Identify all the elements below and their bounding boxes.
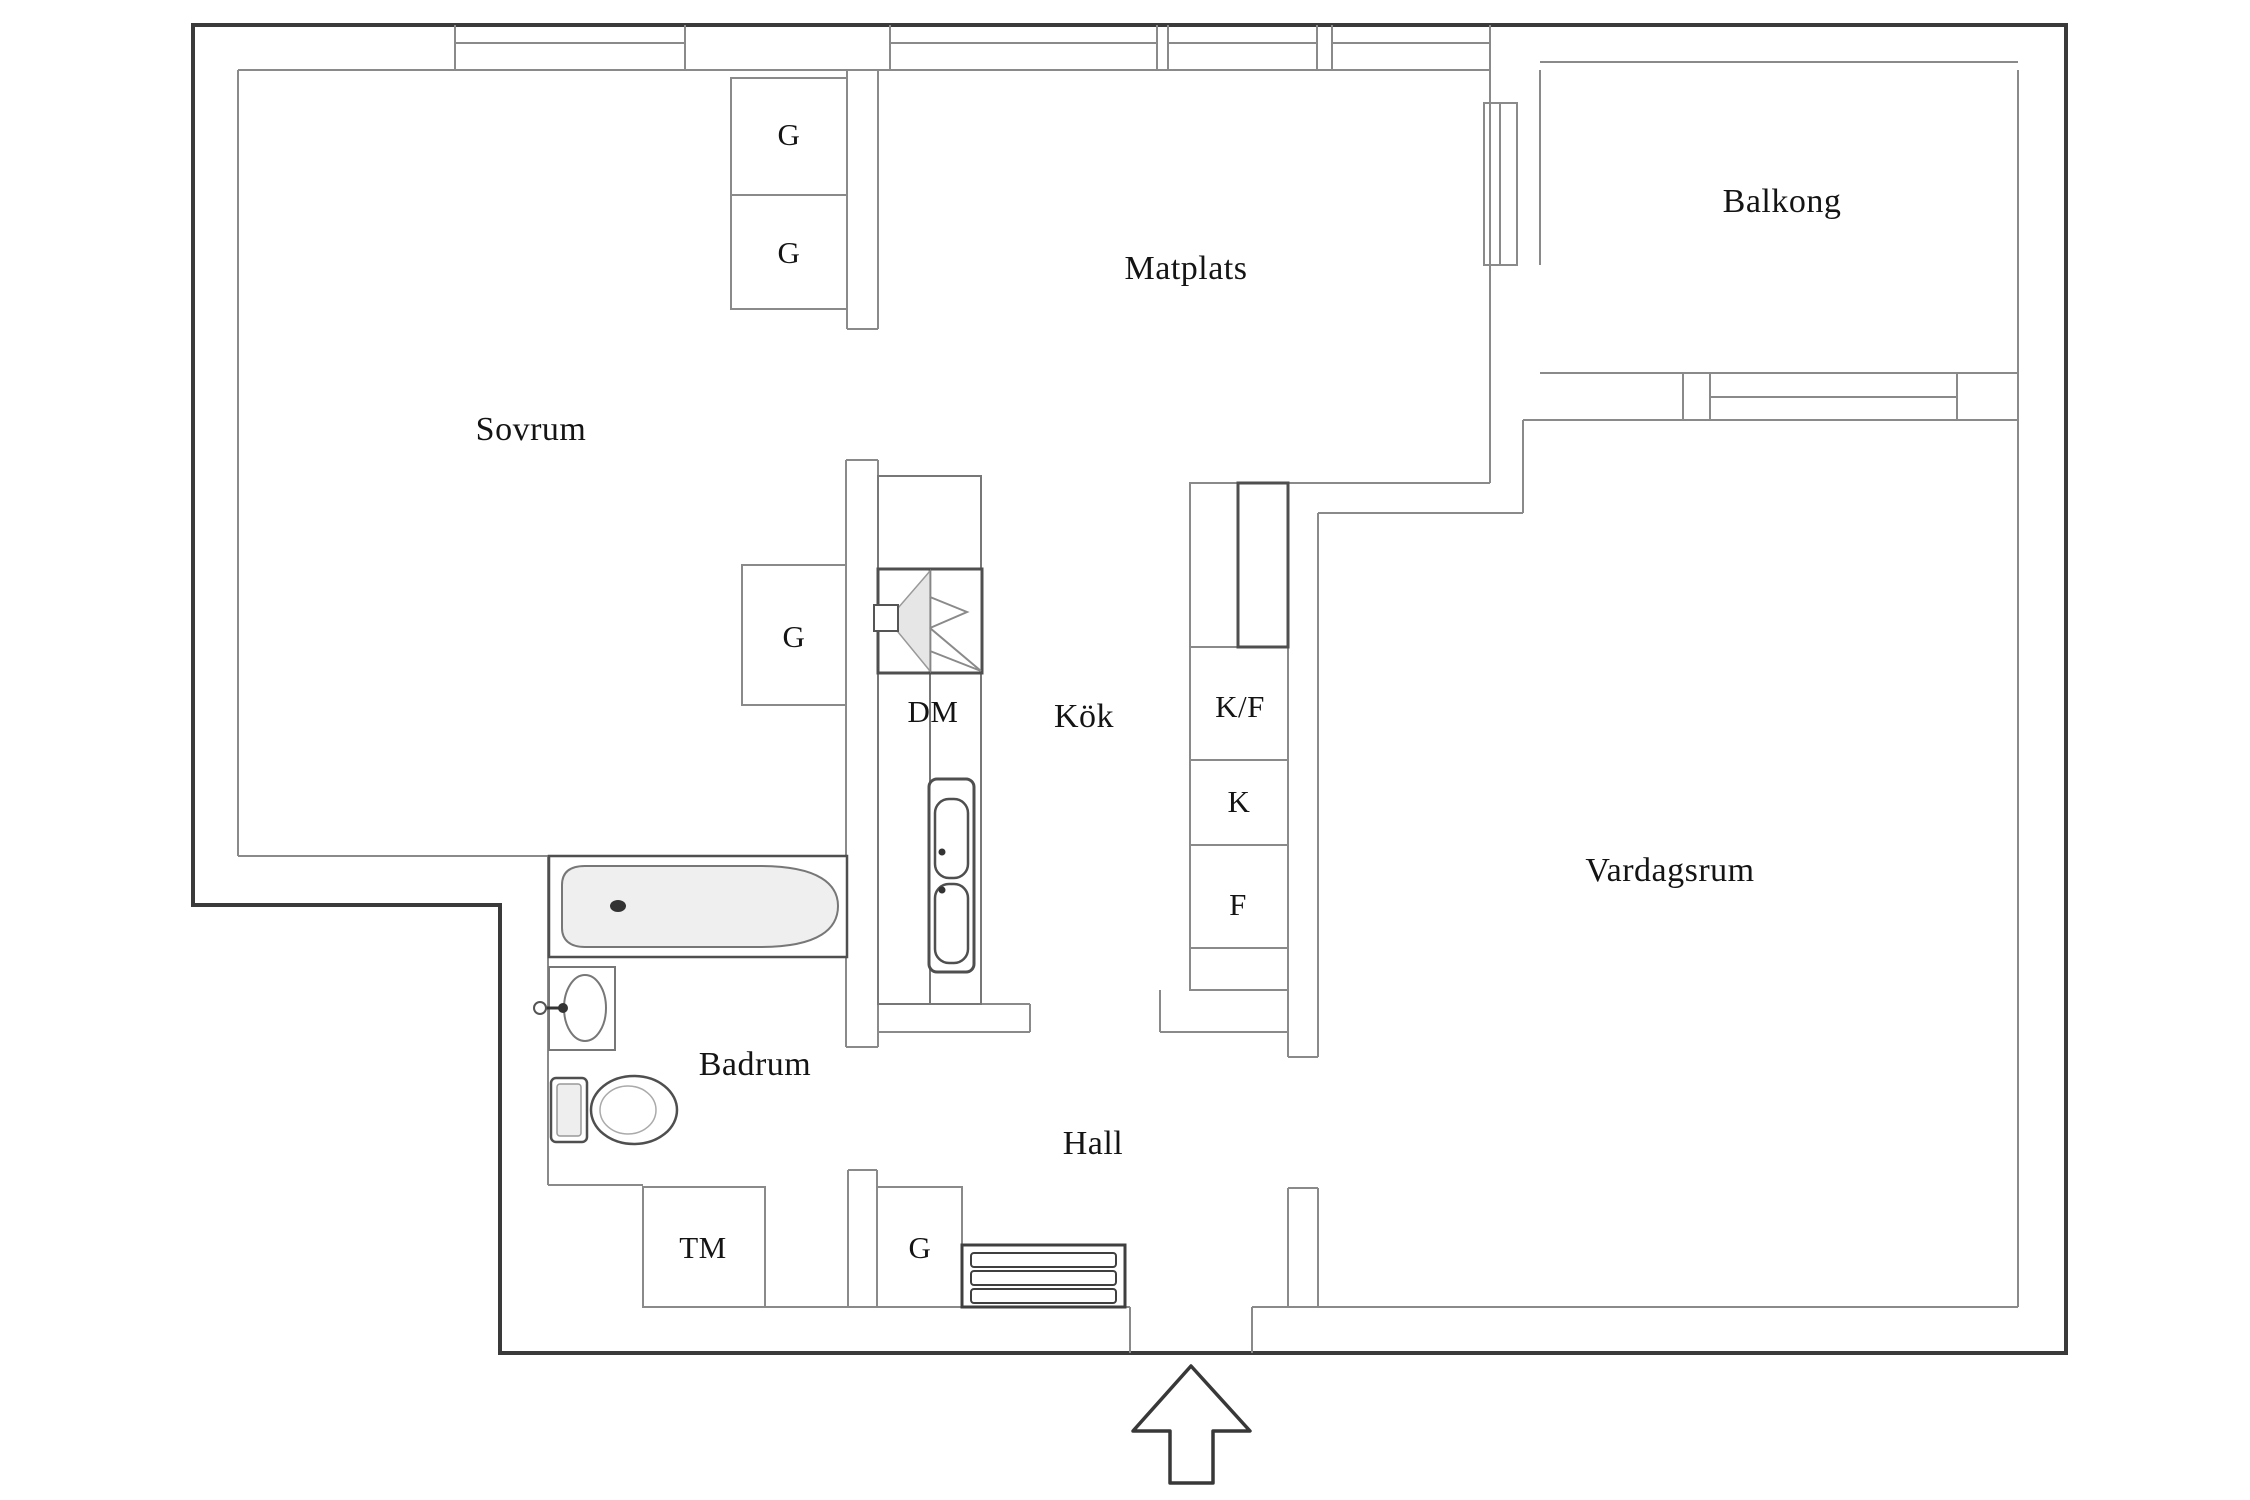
washing-machine-box bbox=[642, 1186, 766, 1308]
room-label-balkong: Balkong bbox=[1723, 183, 1842, 220]
label-freezer: F bbox=[1229, 887, 1247, 922]
wardrobe-box-3 bbox=[741, 564, 847, 706]
window-balcony-left bbox=[1483, 102, 1518, 266]
toilet bbox=[549, 1074, 679, 1146]
room-label-kok: Kök bbox=[1054, 698, 1114, 735]
bathroom-sink bbox=[533, 966, 616, 1051]
entrance-arrow-icon bbox=[1131, 1364, 1252, 1485]
tub-drain bbox=[610, 900, 626, 912]
label-wardrobe-3: G bbox=[783, 619, 806, 654]
kitchen-cabinet-column bbox=[1189, 481, 1290, 991]
bathtub bbox=[547, 854, 849, 959]
window-top-matplats-2 bbox=[1167, 25, 1318, 70]
label-washing-machine: TM bbox=[679, 1230, 727, 1265]
label-wardrobe-2: G bbox=[778, 235, 801, 270]
room-label-badrum: Badrum bbox=[699, 1046, 812, 1083]
label-fridge: K bbox=[1228, 784, 1251, 819]
kitchen-sink bbox=[927, 777, 976, 974]
wardrobe-box-2 bbox=[730, 194, 848, 310]
exterior-wall bbox=[191, 23, 2068, 1355]
room-label-sovrum: Sovrum bbox=[476, 411, 587, 448]
label-wardrobe-4: G bbox=[909, 1230, 932, 1265]
label-fridge-freezer: K/F bbox=[1215, 689, 1265, 724]
label-wardrobe-1: G bbox=[778, 117, 801, 152]
tall-cabinet bbox=[1236, 481, 1290, 649]
room-label-matplats: Matplats bbox=[1125, 250, 1248, 287]
label-dishwasher: DM bbox=[908, 694, 959, 729]
room-label-vardagsrum: Vardagsrum bbox=[1585, 852, 1754, 889]
window-top-matplats-3 bbox=[1331, 25, 1491, 70]
window-top-sovrum bbox=[454, 25, 686, 70]
window-top-matplats-1 bbox=[889, 25, 1158, 70]
room-label-hall: Hall bbox=[1063, 1125, 1124, 1162]
stove-hood bbox=[873, 567, 984, 675]
shoe-rack-grille bbox=[960, 1243, 1127, 1309]
